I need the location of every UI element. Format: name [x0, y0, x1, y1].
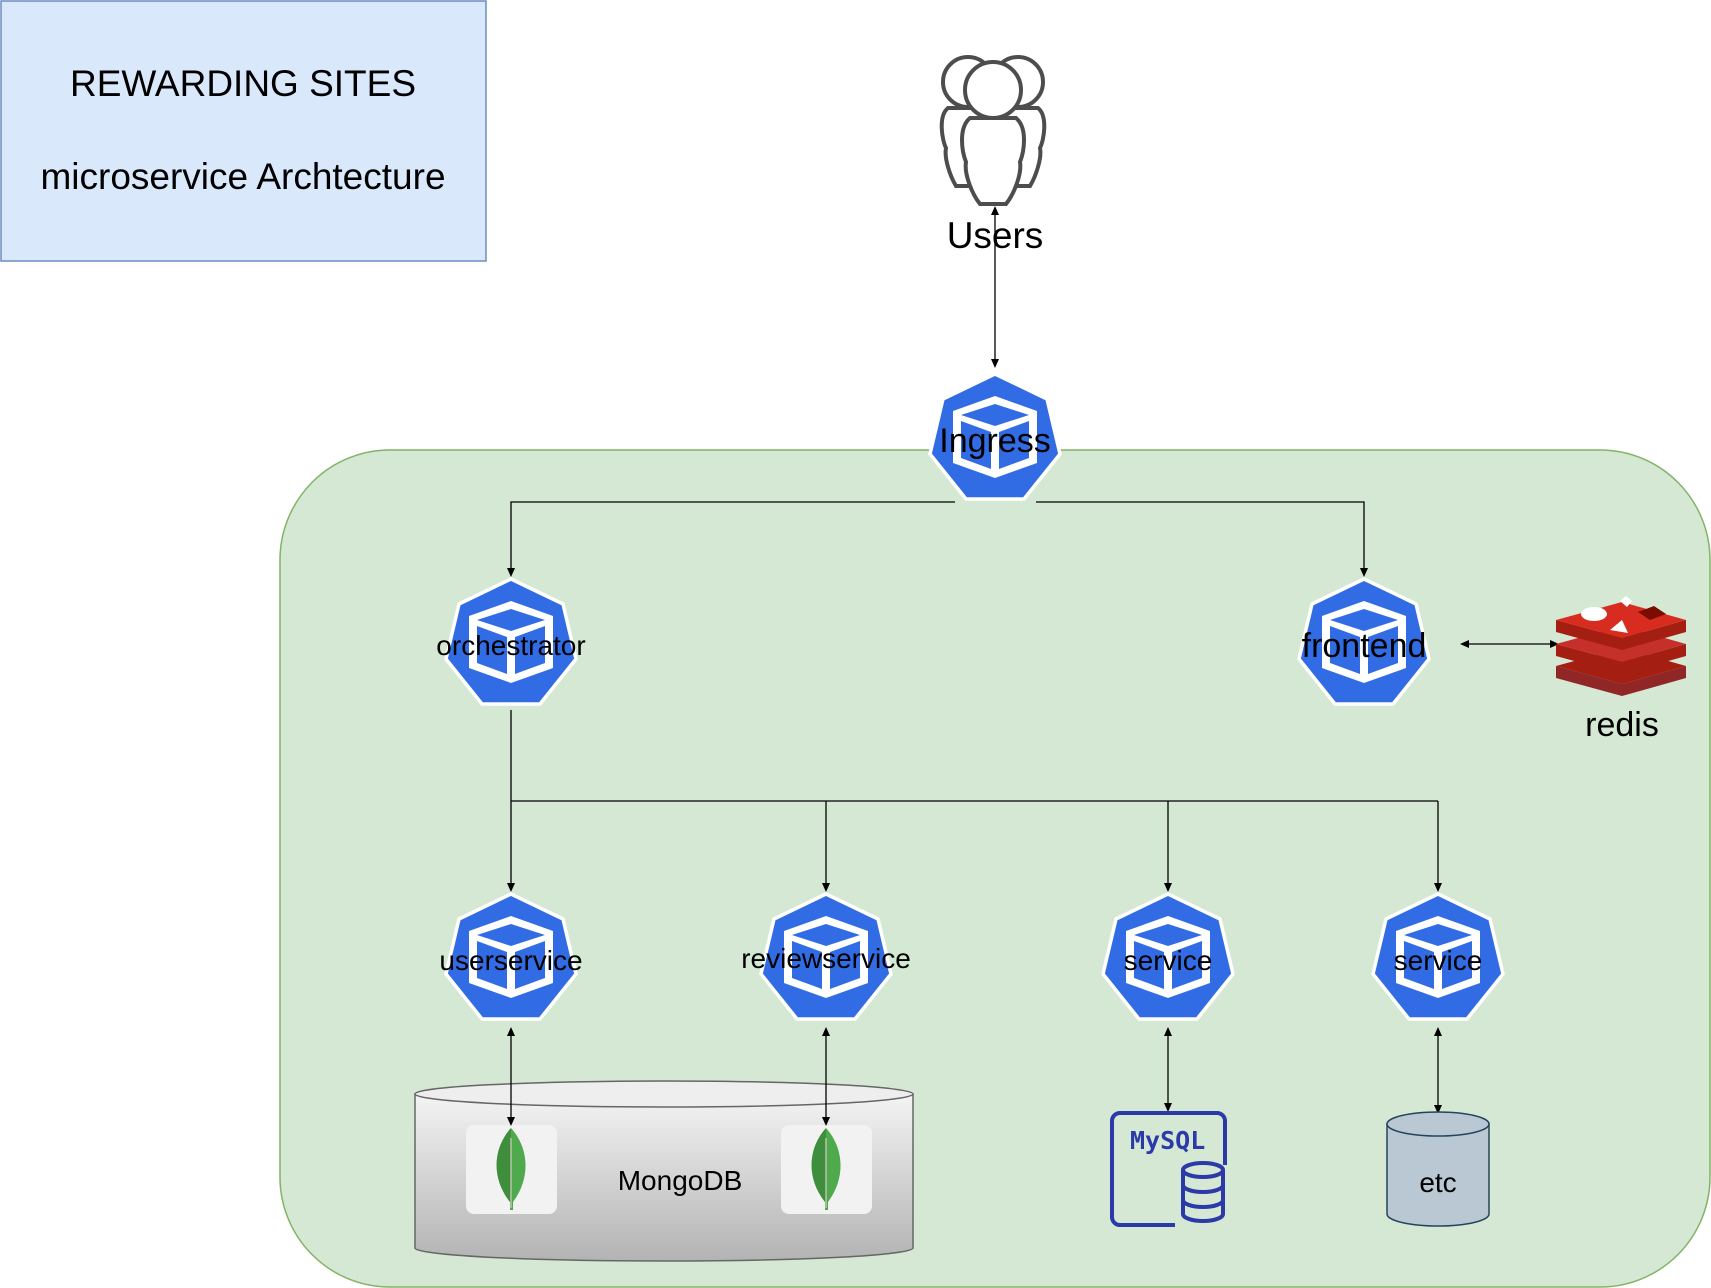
- title-box: REWARDING SITES microservice Archtecture: [0, 0, 487, 262]
- mysql-label: MySQL: [1130, 1126, 1205, 1155]
- service-mysql-node[interactable]: service: [1101, 892, 1235, 1021]
- redis-icon: [1556, 596, 1686, 696]
- ingress-node[interactable]: Ingress: [928, 372, 1062, 501]
- service-mysql-label: service: [1124, 945, 1213, 976]
- db-connectors: [507, 1027, 1442, 1126]
- redis-label: redis: [1585, 706, 1659, 744]
- connectors: [507, 206, 1559, 892]
- service-etc-node[interactable]: service: [1371, 892, 1505, 1021]
- mysql-database-icon: MySQL: [1110, 1111, 1231, 1227]
- mongodb-database: MongoDB: [414, 1080, 914, 1262]
- orchestrator-label: orchestrator: [436, 630, 585, 661]
- service-etc-label: service: [1394, 945, 1483, 976]
- frontend-label: frontend: [1302, 627, 1427, 665]
- etc-database: etc: [1386, 1111, 1490, 1227]
- reviewservice-node[interactable]: reviewservice: [741, 892, 911, 1021]
- mongodb-label: MongoDB: [618, 1165, 743, 1196]
- title-line-2: microservice Archtecture: [40, 156, 445, 197]
- orchestrator-node[interactable]: orchestrator: [436, 577, 586, 706]
- ingress-label: Ingress: [939, 422, 1051, 460]
- users-icon: [939, 55, 1047, 206]
- userservice-node[interactable]: userservice: [439, 892, 583, 1021]
- reviewservice-label: reviewservice: [741, 943, 911, 974]
- userservice-label: userservice: [439, 945, 582, 976]
- title-line-1: REWARDING SITES: [70, 63, 416, 104]
- frontend-node[interactable]: frontend: [1297, 577, 1431, 706]
- etc-label: etc: [1419, 1167, 1456, 1198]
